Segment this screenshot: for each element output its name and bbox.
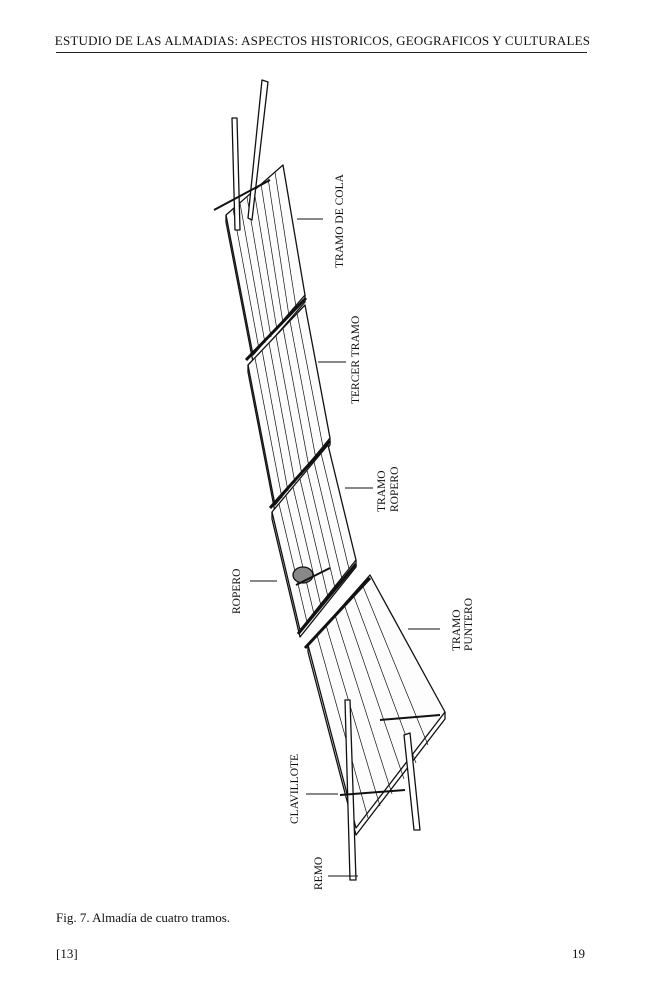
stern-oars (213, 79, 271, 231)
label-remo: REMO (313, 857, 325, 890)
page-reference: [13] (56, 946, 78, 961)
label-tramo-puntero-line2: PUNTERO (463, 598, 475, 651)
figure-caption: Fig. 7. Almadía de cuatro tramos. (56, 910, 231, 925)
label-tramo-ropero-line2: ROPERO (389, 467, 401, 512)
label-tercer-tramo: TERCER TRAMO (350, 316, 362, 404)
raft-section-ropero (271, 444, 357, 638)
page-number: 19 (572, 946, 585, 961)
label-tramo-ropero-line1: TRAMO (376, 470, 388, 512)
header-rule (56, 52, 587, 53)
raft-section-front (307, 574, 446, 836)
raft-section-third (247, 304, 331, 513)
running-head: ESTUDIO DE LAS ALMADIAS: ASPECTOS HISTOR… (54, 33, 591, 48)
raft-illustration: TRAMO DE COLA TERCER TRAMO TRAMO ROPERO … (213, 79, 475, 890)
label-tramo-de-cola: TRAMO DE COLA (334, 173, 346, 268)
ropero-box (292, 566, 331, 586)
label-clavillote: CLAVILLOTE (289, 754, 301, 824)
front-oars (339, 699, 441, 881)
label-tramo-puntero-line1: TRAMO (451, 609, 463, 651)
label-ropero: ROPERO (231, 569, 243, 614)
